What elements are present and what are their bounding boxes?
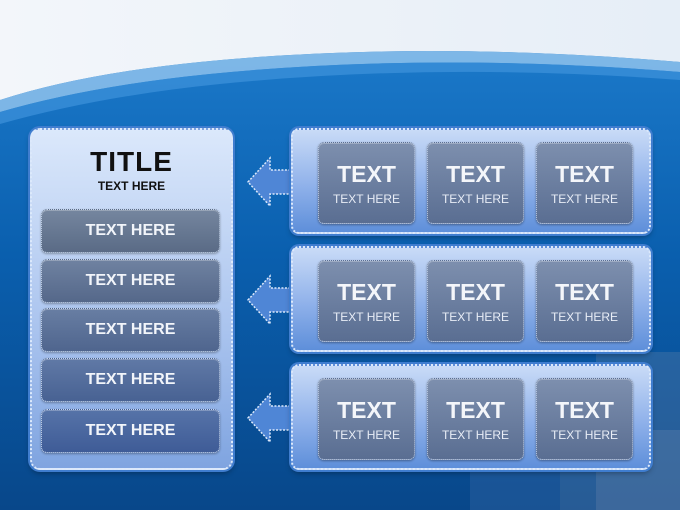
left-item-label: TEXT HERE: [85, 321, 176, 338]
arrow-left-icon: [246, 274, 295, 326]
card: TEXT TEXT HERE: [427, 260, 524, 342]
card-subtitle: TEXT HERE: [550, 428, 619, 442]
card-subtitle: TEXT HERE: [332, 192, 401, 206]
card: TEXT TEXT HERE: [318, 142, 415, 224]
left-item-1: TEXT HERE: [41, 209, 220, 253]
panel-title: TITLE: [90, 146, 173, 177]
row-panel-3: TEXT TEXT HERE TEXT TEXT HERE TEXT TEXT …: [291, 364, 651, 470]
left-item-2: TEXT HERE: [41, 259, 220, 303]
card-title: TEXT: [555, 279, 614, 305]
card-title: TEXT: [446, 397, 505, 423]
left-item-label: TEXT HERE: [85, 222, 176, 239]
card: TEXT TEXT HERE: [536, 142, 633, 224]
card-title: TEXT: [337, 161, 396, 187]
card-title: TEXT: [337, 279, 396, 305]
card-subtitle: TEXT HERE: [332, 428, 401, 442]
panel-subtitle: TEXT HERE: [97, 179, 166, 193]
card-subtitle: TEXT HERE: [441, 310, 510, 324]
card: TEXT TEXT HERE: [536, 260, 633, 342]
left-item-label: TEXT HERE: [85, 371, 176, 388]
arrow-left-icon: [246, 392, 295, 444]
card: TEXT TEXT HERE: [318, 378, 415, 460]
card: TEXT TEXT HERE: [427, 378, 524, 460]
card-subtitle: TEXT HERE: [332, 310, 401, 324]
card-title: TEXT: [555, 397, 614, 423]
card-title: TEXT: [446, 161, 505, 187]
left-item-4: TEXT HERE: [41, 358, 220, 402]
card-subtitle: TEXT HERE: [441, 192, 510, 206]
card-subtitle: TEXT HERE: [441, 428, 510, 442]
left-panel: TITLE TEXT HERE TEXT HERE TEXT HERE TEXT…: [30, 128, 233, 470]
card-subtitle: TEXT HERE: [550, 192, 619, 206]
row-panel-2: TEXT TEXT HERE TEXT TEXT HERE TEXT TEXT …: [291, 246, 651, 352]
card-title: TEXT: [337, 397, 396, 423]
card-subtitle: TEXT HERE: [550, 310, 619, 324]
left-item-label: TEXT HERE: [85, 272, 176, 289]
card-title: TEXT: [555, 161, 614, 187]
row-panel-1: TEXT TEXT HERE TEXT TEXT HERE TEXT TEXT …: [291, 128, 651, 234]
card: TEXT TEXT HERE: [536, 378, 633, 460]
left-item-label: TEXT HERE: [85, 422, 176, 439]
arrow-left-icon: [246, 156, 295, 208]
left-item-5: TEXT HERE: [41, 409, 220, 453]
card-title: TEXT: [446, 279, 505, 305]
left-item-3: TEXT HERE: [41, 308, 220, 352]
card: TEXT TEXT HERE: [318, 260, 415, 342]
card: TEXT TEXT HERE: [427, 142, 524, 224]
